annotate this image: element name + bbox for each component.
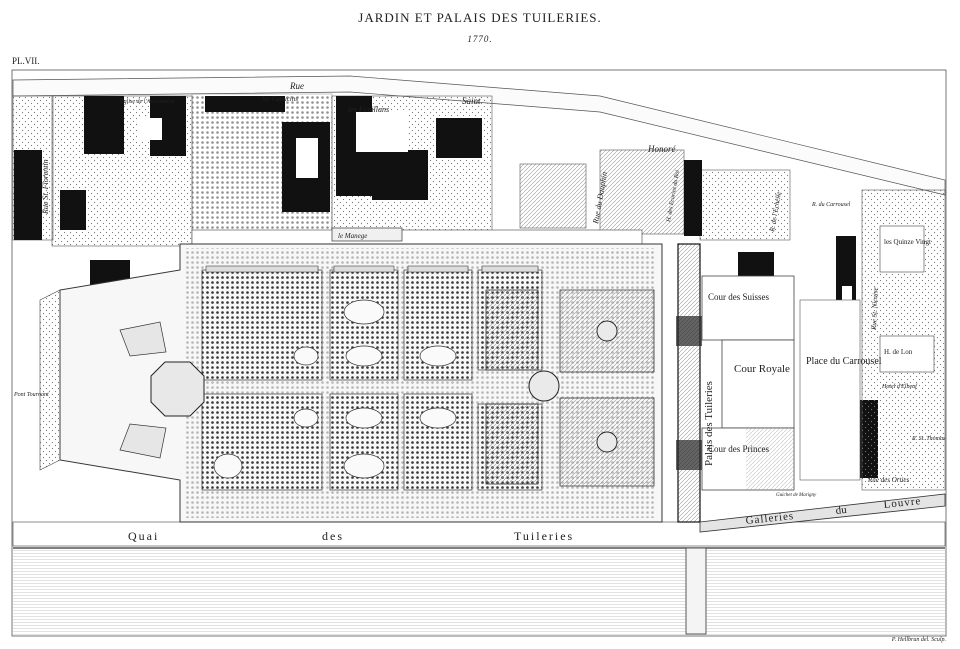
- label-capucins: les Capucins: [262, 95, 298, 103]
- horseshoe-ramp-south: [119, 423, 167, 459]
- label-des: des: [322, 529, 344, 543]
- cour-des-suisses: [701, 275, 795, 341]
- octagonal-basin: [150, 361, 205, 417]
- label-galleries: Galleries: [745, 510, 795, 527]
- boulingrins: [205, 265, 539, 273]
- label-place-du-carrousel: Place du Carrousel: [806, 356, 882, 367]
- cour-royale: [721, 339, 795, 429]
- label-rue-st-florentin: Rue St. Florentin: [41, 159, 50, 215]
- label-cour-des-princes: Cour des Princes: [708, 444, 769, 454]
- label-hotel-elbeuf: Hotel d'Elbeuf: [881, 383, 918, 390]
- block-dauphin: [519, 163, 587, 229]
- label-cour-royale: Cour Royale: [734, 363, 790, 375]
- round-basin-center: [528, 370, 560, 402]
- label-rue-st-nicaise: Rue St. Nicaise: [870, 287, 880, 331]
- label-louvre: Louvre: [883, 495, 922, 511]
- label-rue-st-thomas: R. St. Thomas: [911, 436, 946, 442]
- map-frame: [11, 69, 947, 637]
- pont-tournant-approach: [39, 289, 61, 471]
- label-rue-du-carrousel: R. du Carrousel: [811, 202, 851, 208]
- block-echelle: [699, 169, 791, 241]
- map-year: 1770.: [467, 34, 493, 44]
- pont-royal-bridge: [685, 547, 707, 635]
- label-feuillans: les Feuillans: [348, 105, 389, 114]
- label-quai: Quai: [128, 529, 159, 543]
- label-honore: Honoré: [647, 144, 677, 154]
- seine-river: [13, 550, 945, 635]
- bosquet-clearings: [213, 299, 457, 479]
- quai-des-tuileries: [12, 521, 946, 547]
- round-basin-south: [596, 431, 618, 453]
- block-ecuries: [599, 149, 685, 235]
- label-manege: le Manege: [338, 232, 367, 240]
- label-pont-tournant: Pont Tournant: [13, 392, 49, 398]
- label-saint: Saint: [462, 96, 481, 106]
- round-basin-north: [596, 320, 618, 342]
- palais-des-tuileries: [677, 243, 701, 523]
- plate-number: PL.VII.: [12, 56, 40, 66]
- galleries-du-louvre: [699, 493, 946, 533]
- map-title: JARDIN ET PALAIS DES TUILERIES.: [358, 10, 602, 25]
- label-rue: Rue: [289, 81, 304, 91]
- label-du: du: [835, 504, 848, 517]
- label-rue-des-orties: Rue des Orties: [867, 476, 909, 484]
- label-tuileries: Tuileries: [514, 529, 574, 543]
- terrasse-des-feuillans: [191, 229, 643, 245]
- place-du-carrousel: [799, 299, 861, 481]
- label-assomption: Eglise de l'Assomption: [119, 99, 175, 105]
- le-manege: [331, 227, 403, 242]
- label-h-de-lon: H. de Lon: [884, 348, 913, 356]
- horseshoe-ramp-north: [119, 321, 167, 357]
- label-guichet-marigny: Guichet de Marigny: [776, 493, 817, 498]
- label-cour-des-suisses: Cour des Suisses: [708, 292, 770, 302]
- label-quinze-vingt: les Quinze Vingt: [884, 238, 931, 246]
- engraver-credit: P. Hellbrun del. Sculp.: [891, 637, 946, 643]
- label-palais-des-tuileries: Palais des Tuileries: [703, 381, 715, 466]
